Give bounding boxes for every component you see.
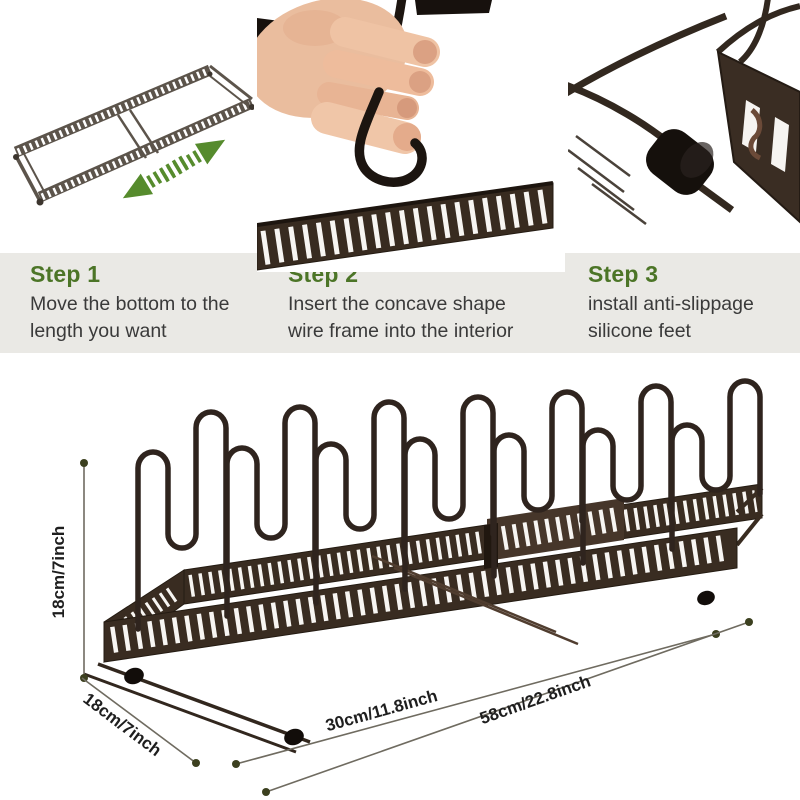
rack-top-wire [568, 12, 728, 97]
full-width-dimension-label: 58cm/22.8inch [477, 671, 593, 728]
silicone-foot [646, 129, 714, 195]
frame-crossbar [116, 114, 148, 159]
rack-top-wire [715, 3, 800, 55]
divider-6 [580, 383, 674, 566]
inner-frame-bottom-wire [83, 672, 297, 754]
divider-5 [491, 389, 585, 579]
silicone-foot [124, 667, 144, 685]
divider-7 [669, 378, 763, 552]
divider-2 [224, 404, 318, 619]
step1-photo-expandable-frame [0, 0, 254, 250]
divider-hook-wire [354, 87, 427, 187]
slotted-rail [257, 181, 554, 271]
step3-text: Step 3 install anti-slippage silicone fe… [588, 261, 793, 345]
silicone-foot [697, 590, 715, 606]
inner-width-dimension: 30cm/11.8inch [232, 630, 720, 768]
divider-1 [135, 409, 229, 632]
wire-dividers [135, 378, 763, 632]
inner-frame-wire [393, 566, 579, 646]
slide-motion-lines-icon [568, 134, 647, 226]
height-dimension: 18cm/7inch [49, 459, 88, 682]
frame-front-rail [37, 97, 254, 203]
step1-text: Step 1 Move the bottom to the length you… [30, 261, 270, 345]
step3-photo-silicone-foot [568, 0, 800, 240]
step3-line1: install anti-slippage [588, 293, 754, 315]
divider-3 [313, 399, 407, 606]
rack-top-wire [737, 0, 771, 65]
step3-line2: silicone feet [588, 320, 691, 342]
step2-photo-insert-divider [257, 0, 565, 272]
frame-crossbar [128, 109, 160, 154]
hand [257, 0, 440, 154]
step2-line2: wire frame into the interior [288, 320, 514, 342]
photo-background-bar [415, 0, 492, 15]
expand-arrow-down-left-icon [122, 155, 188, 199]
step1-line2: length you want [30, 320, 167, 342]
pot-rack-drawing [83, 378, 764, 754]
slotted-corner-panel [716, 50, 800, 224]
step3-title: Step 3 [588, 261, 659, 287]
inner-width-dimension-label: 30cm/11.8inch [323, 686, 439, 735]
silicone-foot [284, 728, 304, 746]
depth-dimension: 18cm/7inch [80, 677, 200, 767]
step1-line1: Move the bottom to the [30, 293, 230, 315]
expand-arrow-up-right-icon [160, 139, 226, 183]
step2-line1: Insert the concave shape [288, 293, 506, 315]
step1-title: Step 1 [30, 261, 101, 287]
hook-in-slot [748, 108, 763, 161]
divider-4 [402, 394, 496, 592]
height-dimension-label: 18cm/7inch [49, 526, 68, 619]
expandable-frame-drawing [13, 64, 254, 206]
